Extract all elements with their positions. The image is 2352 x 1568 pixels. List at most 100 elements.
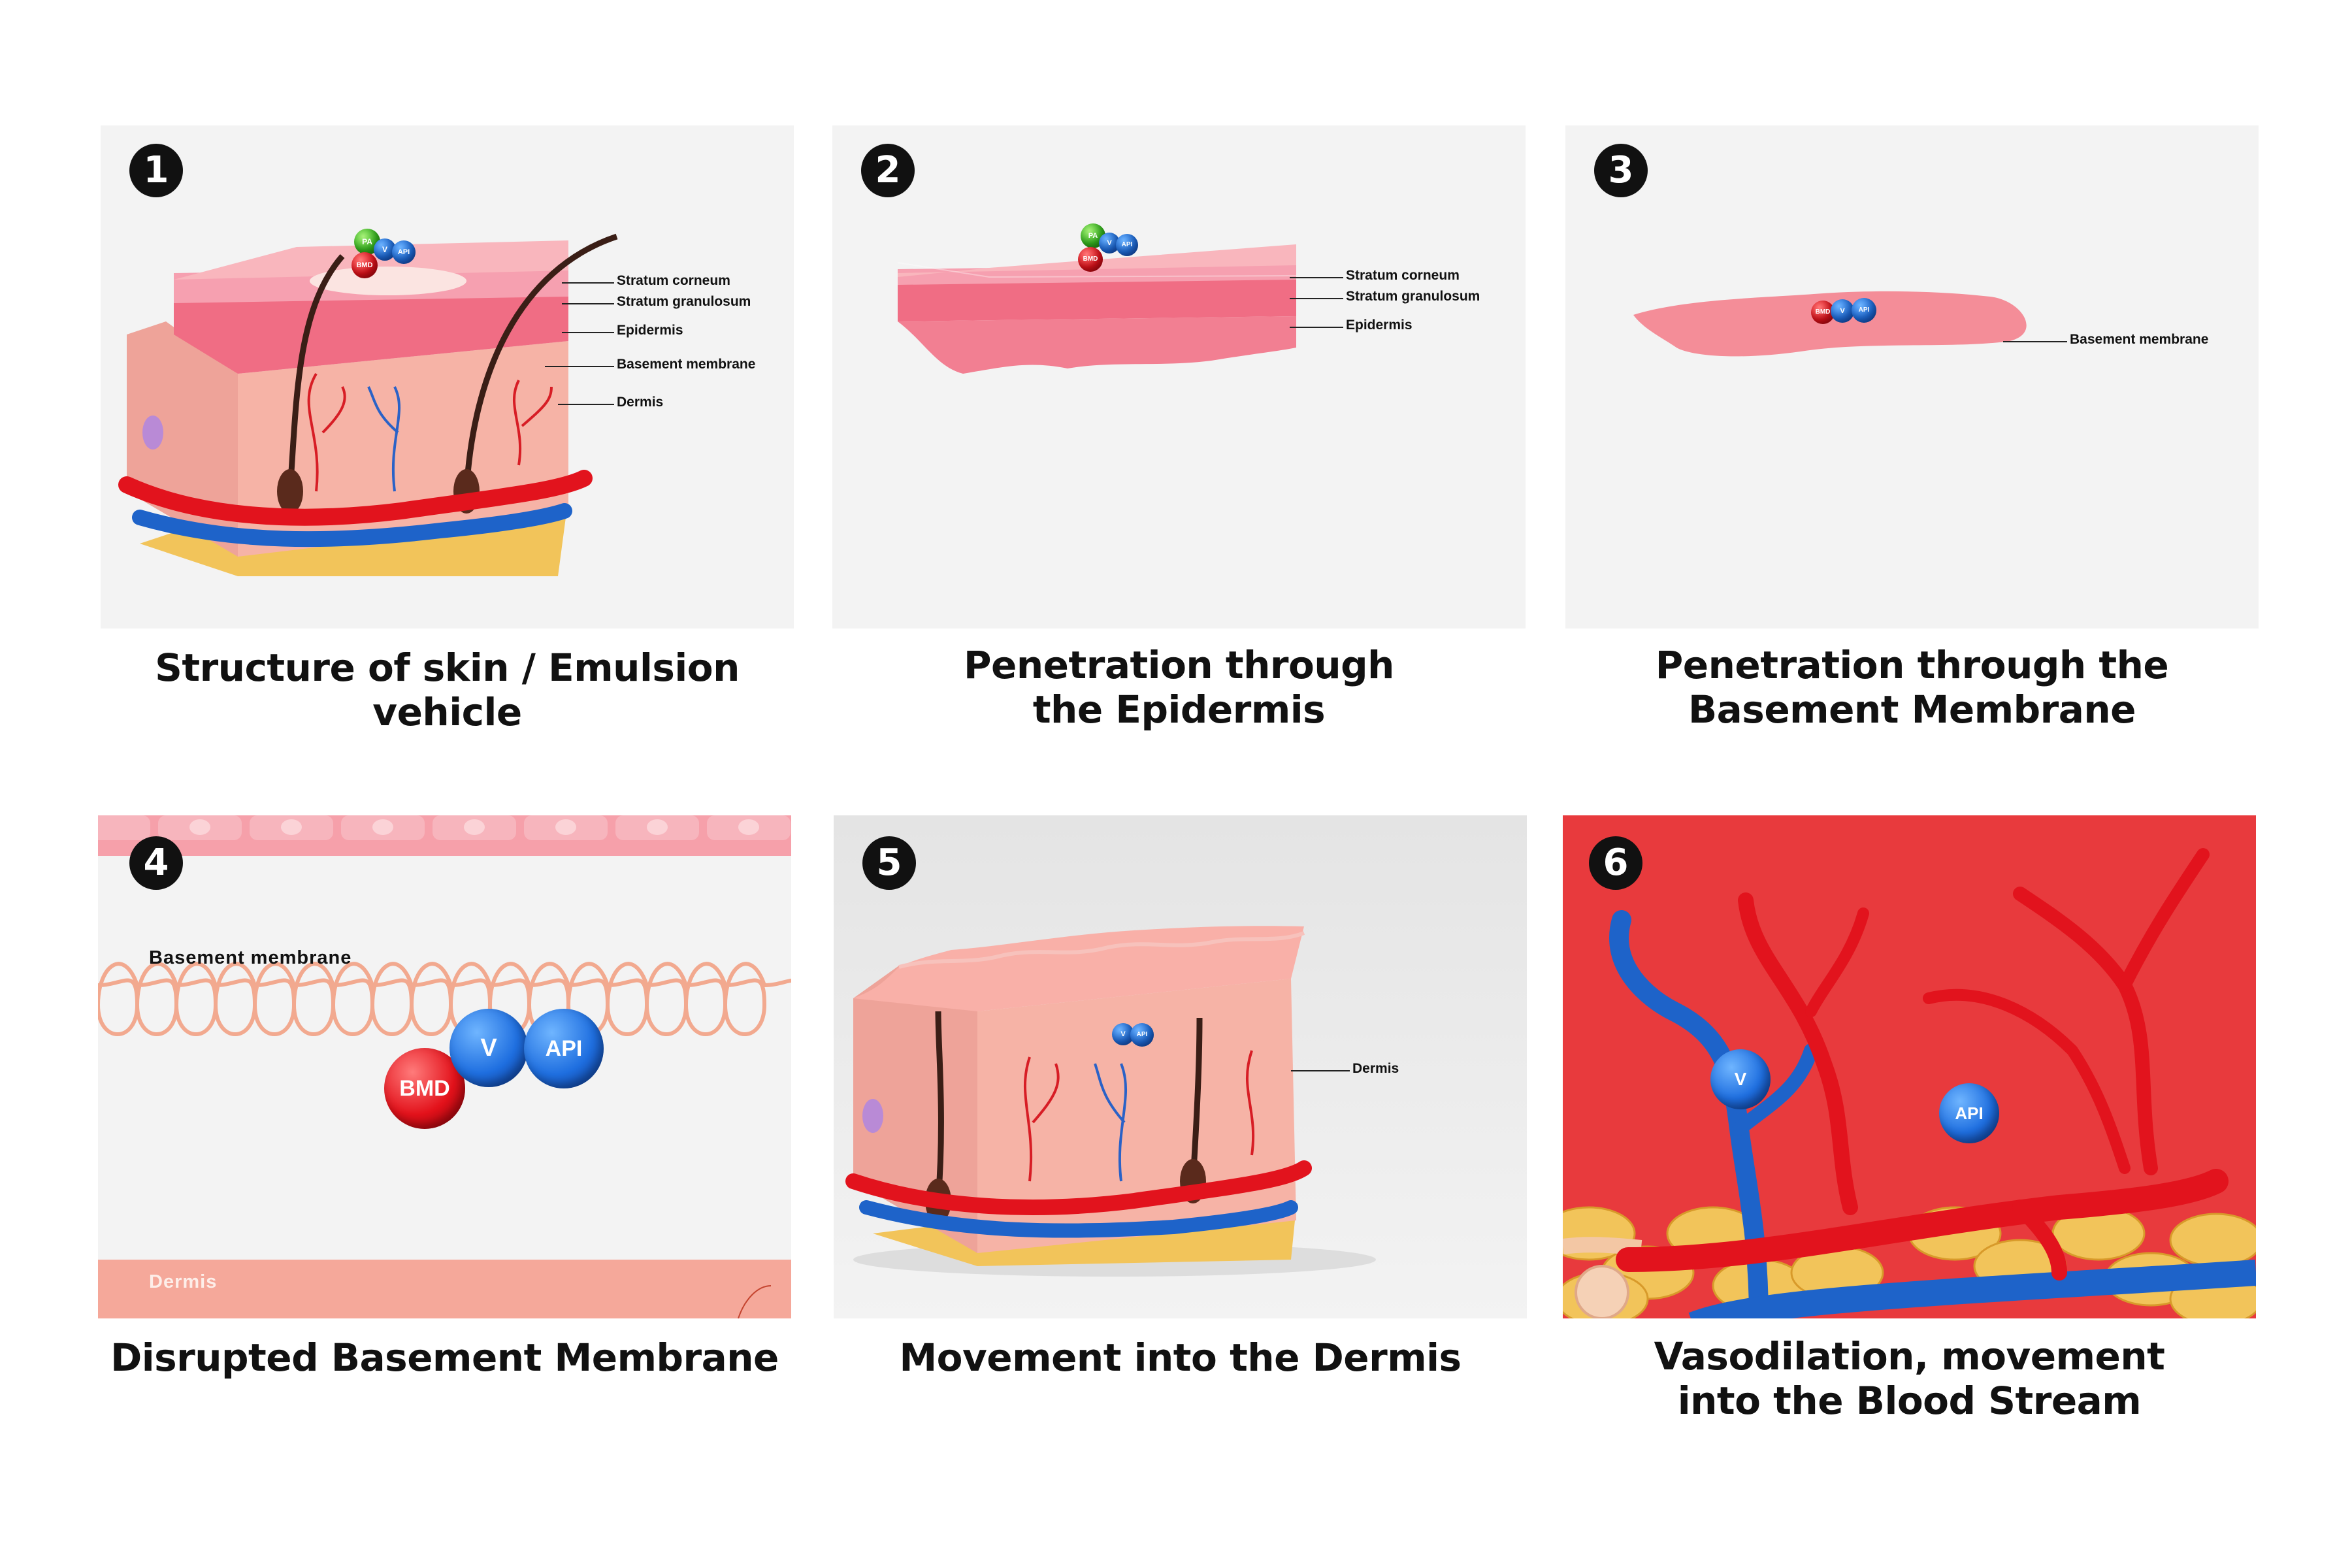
vein (132, 503, 572, 547)
arteriole (2013, 887, 2158, 1175)
panel-5-caption: Movement into the Dermis (834, 1335, 1527, 1380)
dermis-side (853, 966, 977, 1253)
label-epidermis: Epidermis (617, 323, 683, 338)
panel-1-caption: Structure of skin / Emulsion vehicle (101, 645, 794, 734)
epidermis-layers-illustration (897, 244, 1297, 374)
dermis-block-illustration (845, 926, 1376, 1277)
label-stratum-granulosum: Stratum granulosum (617, 294, 751, 309)
basement-membrane-sheet (1633, 291, 2027, 357)
hair-shaft (1190, 1017, 1203, 1182)
nerve-bundle (1575, 1265, 1629, 1318)
blood-vessels-illustration (1563, 848, 2256, 1318)
panel-5: 5 V API Dermis (834, 815, 1527, 1318)
sweat-gland (862, 1099, 883, 1133)
capillary (513, 380, 553, 466)
panel-6-caption: Vasodilation, movement into the Blood St… (1563, 1334, 2256, 1423)
molecule-bmd: BMD (351, 252, 378, 278)
panel-4-caption: Disrupted Basement Membrane (98, 1335, 791, 1380)
label-leader-line (558, 404, 614, 405)
label-dermis: Dermis (1352, 1061, 1399, 1076)
caption-line-2: the Epidermis (1032, 687, 1326, 732)
caption-line-1: Penetration through (964, 643, 1394, 687)
panel-2-caption: Penetration through the Epidermis (832, 643, 1526, 732)
label-leader-line (562, 282, 614, 284)
caption-text: Movement into the Dermis (899, 1335, 1462, 1380)
capillary (307, 372, 346, 492)
label-basement-membrane: Basement membrane (617, 357, 756, 372)
label-leader-line (2003, 341, 2067, 342)
label-leader-line (545, 366, 614, 367)
hair-shaft (463, 233, 618, 492)
caption-text: Disrupted Basement Membrane (110, 1335, 779, 1380)
label-dermis: Dermis (617, 395, 664, 410)
vein (859, 1200, 1298, 1238)
caption-line-2: into the Blood Stream (1677, 1379, 2142, 1423)
step-number-badge: 5 (862, 836, 916, 890)
arteriole (1805, 907, 1869, 1017)
cell-nuclei (189, 819, 759, 835)
dermis-band (98, 1260, 791, 1318)
fiber (738, 1285, 772, 1318)
molecule-api: API (1852, 298, 1876, 323)
layer-highlight (897, 262, 1297, 278)
capillary (1246, 1050, 1255, 1156)
vein (1688, 1260, 2256, 1318)
caption-line-1: Penetration through the (1655, 643, 2169, 687)
arteriole (2118, 848, 2210, 992)
arteriole (1738, 892, 1858, 1215)
molecule-v: V (1831, 299, 1854, 323)
step-number-badge: 3 (1594, 144, 1648, 197)
panel-3: 3 BMD V API Basement membrane (1565, 125, 2259, 629)
hair-follicle (277, 469, 303, 514)
label-basement-membrane: Basement membrane (2070, 332, 2209, 347)
panel-6: 6 V API (1563, 815, 2256, 1318)
molecule-v: V (449, 1009, 528, 1087)
panel-2: 2 PA V API BMD Stratum corneum Stratum g… (832, 125, 1526, 629)
arteriole (1923, 988, 2131, 1174)
hair-shaft (287, 254, 345, 492)
epidermis-layer (174, 282, 568, 374)
step-number-badge: 2 (861, 144, 915, 197)
label-leader-line (1291, 1070, 1350, 1071)
disrupted-membrane-illustration (98, 815, 791, 1318)
caption-line-2: Basement Membrane (1688, 687, 2136, 732)
label-epidermis: Epidermis (1346, 318, 1413, 333)
step-number-badge: 6 (1589, 836, 1642, 890)
molecule-bmd: BMD (1078, 247, 1103, 272)
molecule-api: API (1130, 1023, 1154, 1047)
dermal-papillae (898, 931, 1305, 969)
label-dermis: Dermis (149, 1271, 218, 1292)
panel-4: 4 Basement membrane Dermis BMD V API (98, 815, 791, 1318)
label-leader-line (562, 332, 614, 333)
molecule-api: API (392, 240, 416, 264)
molecule-api: API (524, 1009, 604, 1088)
molecule-v: V (1710, 1049, 1771, 1109)
label-stratum-corneum: Stratum corneum (1346, 268, 1460, 283)
nerve-fiber (1563, 1237, 1642, 1256)
artery-branch (2012, 1200, 2067, 1281)
step-number-badge: 1 (129, 144, 183, 197)
basement-membrane-illustration (1633, 291, 2027, 357)
label-basement-membrane: Basement membrane (149, 947, 352, 968)
panel-3-caption: Penetration through the Basement Membran… (1565, 643, 2259, 732)
label-leader-line (1290, 277, 1343, 278)
step-number-badge: 4 (129, 836, 183, 890)
vein-branch (1732, 1043, 1818, 1136)
molecule-api: API (1116, 234, 1138, 256)
epidermis-layer (898, 273, 1296, 321)
dermis-top (853, 926, 1304, 1011)
label-leader-line (562, 303, 614, 304)
artery (118, 470, 593, 526)
molecule-api: API (1939, 1083, 1999, 1143)
label-leader-line (1290, 298, 1343, 299)
artery (845, 1160, 1312, 1215)
label-stratum-corneum: Stratum corneum (617, 273, 730, 288)
hair-shaft (935, 1011, 944, 1201)
artery (1616, 1169, 2229, 1272)
capillary (367, 386, 400, 492)
panel-1: 1 PA V API BMD Stratum corneum Stratum g… (101, 125, 794, 629)
caption-text: Structure of skin / Emulsion vehicle (155, 645, 740, 734)
emulsion-vehicle (310, 267, 466, 295)
sweat-gland (142, 416, 163, 449)
capillary (1023, 1056, 1060, 1182)
